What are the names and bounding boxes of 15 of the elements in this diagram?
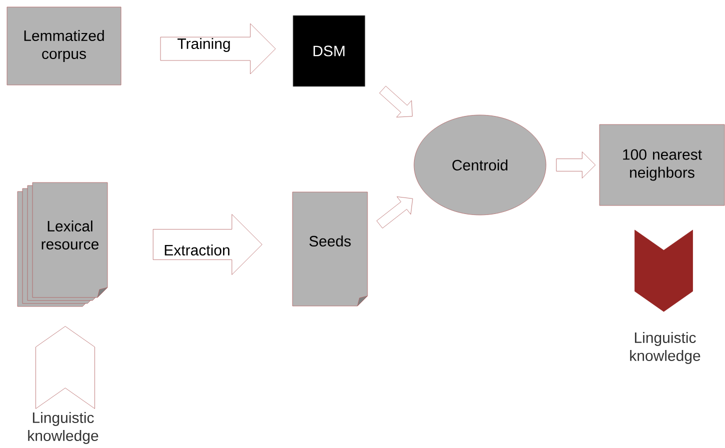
block-arrow [36,326,95,409]
block-arrow [160,23,276,74]
block-arrow [556,152,596,178]
edge-label: Training [178,38,230,52]
caption-text: Linguistic knowledge [630,332,700,364]
process-box: Lemmatized corpus [6,6,122,86]
block-arrow [634,230,693,312]
block-arrow [152,214,262,275]
block-arrow [379,86,413,118]
process-box: 100 nearest neighbors [599,124,725,206]
block-arrow [376,196,413,228]
edge-label: Extraction [164,244,230,256]
document-stack: Lexical resource [17,182,108,307]
caption-text: Linguistic knowledge [28,412,98,444]
model-box: DSM [292,15,366,87]
